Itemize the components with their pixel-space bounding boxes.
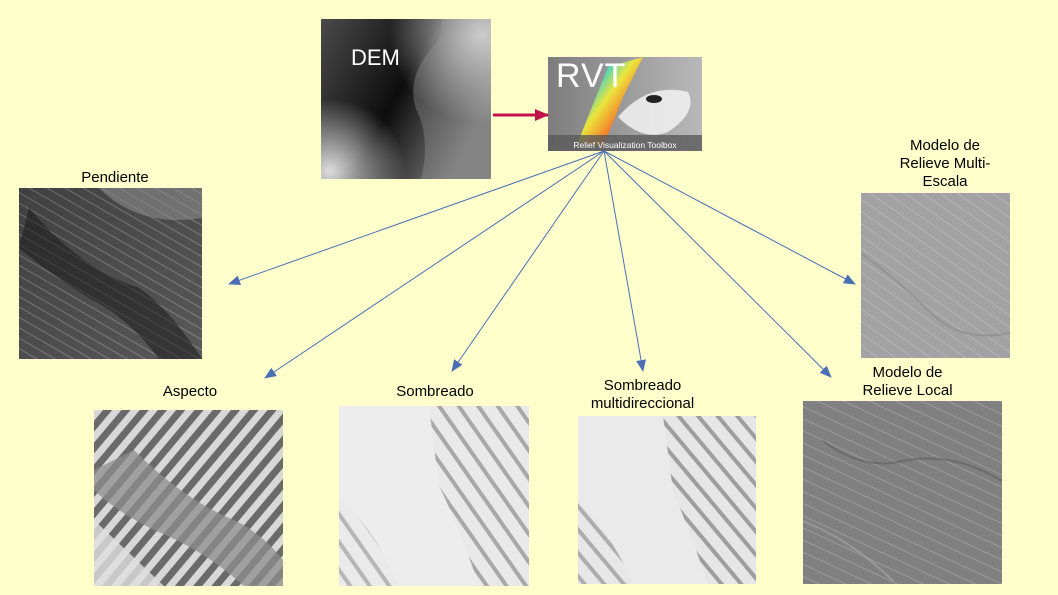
label-relieve-multiescala: Modelo de Relieve Multi- Escala [890,137,1000,191]
arrow-to-relieve-local [603,150,832,378]
rvt-subtitle: Relief Visualization Toolbox [573,140,677,150]
arrow-to-aspecto [264,150,605,379]
pendiente-image [19,188,202,359]
label-sombreado: Sombreado [396,383,474,400]
label-sombreado-multi: Sombreado multidireccional [590,377,695,413]
arrow-to-sombreado [451,150,605,372]
relieve-local-image [803,401,1002,584]
label-relieve-local-line1: Modelo de [872,364,943,381]
label-pendiente: Pendiente [81,169,149,186]
dem-label: DEM [351,45,400,70]
relieve-multiescala-image [861,193,1010,358]
arrow-to-relieve-multiescala [603,150,856,285]
label-relieve-multiescala-line2: Relieve Multi- [899,155,991,172]
label-relieve-local-line2: Relieve Local [862,382,953,399]
label-relieve-multiescala-line1: Modelo de [909,137,981,154]
label-sombreado-multi-line1: Sombreado [603,377,682,394]
sombreado-multidireccional-image [578,416,756,584]
label-aspecto: Aspecto [162,383,218,400]
dem-image: DEM [321,19,491,179]
label-sombreado-multi-line2: multidireccional [590,395,695,412]
arrow-to-sombreado-multi [603,150,647,372]
label-relieve-multiescala-line3: Escala [922,173,968,190]
rvt-title: RVT [556,57,627,95]
rvt-logo: RVT Relief Visualization Toolbox [548,57,702,151]
sombreado-image [339,406,529,586]
aspecto-image [94,410,283,586]
label-relieve-local: Modelo de Relieve Local [850,364,965,400]
